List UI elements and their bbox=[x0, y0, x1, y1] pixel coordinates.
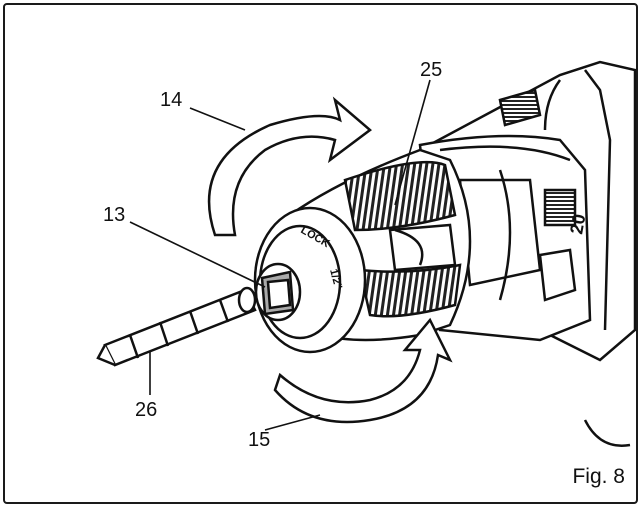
chuck-size-label: 1/2" bbox=[327, 268, 344, 291]
rotation-arrow-tighten bbox=[207, 96, 372, 237]
leader-lines bbox=[129, 79, 431, 431]
callout-26: 26 bbox=[135, 399, 158, 421]
clutch-setting-label: 20 bbox=[566, 212, 589, 235]
callout-14: 14 bbox=[160, 89, 183, 111]
figure-label: Fig. 8 bbox=[572, 465, 625, 488]
drill-bit bbox=[96, 286, 257, 367]
leader-line-13 bbox=[129, 221, 266, 288]
callout-25: 25 bbox=[420, 59, 443, 81]
leader-line-15 bbox=[264, 414, 321, 431]
callout-13: 13 bbox=[103, 204, 126, 226]
leader-line-14 bbox=[189, 107, 246, 131]
leader-line-25 bbox=[394, 79, 431, 206]
chuck-jaws bbox=[254, 262, 302, 322]
callout-15: 15 bbox=[248, 429, 271, 451]
rotation-arrow-loosen bbox=[273, 317, 453, 424]
